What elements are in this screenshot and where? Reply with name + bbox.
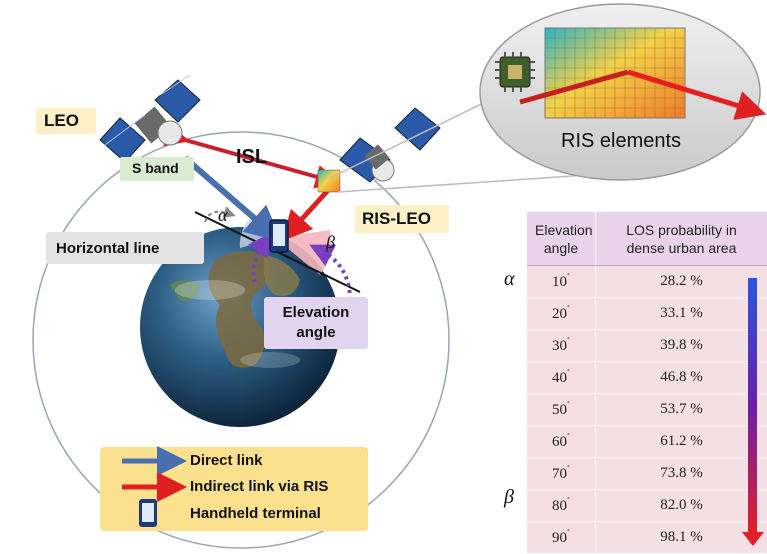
legend-handheld-label: Handheld terminal — [190, 505, 321, 522]
elevation-angle-cell: 40˚ — [527, 361, 596, 394]
handheld-terminal-icon — [269, 219, 289, 253]
indirect-link-arrow — [281, 186, 332, 242]
leo-label: LEO — [44, 111, 79, 130]
los-probability-cell: 98.1 % — [595, 521, 767, 554]
reflected-beam-arrow — [627, 69, 767, 120]
alpha-symbol: α — [218, 205, 228, 225]
table-row: 50˚53.7 % — [527, 393, 767, 426]
beta-symbol: β — [326, 232, 335, 252]
elevation-angle-cell: 10˚ — [527, 265, 596, 298]
los-probability-cell: 46.8 % — [595, 361, 767, 394]
ris-leo-satellite-icon — [317, 107, 441, 193]
chip-icon — [495, 52, 535, 92]
elevation-angle-cell: 70˚ — [527, 457, 596, 490]
elevation-angle-cell: 50˚ — [527, 393, 596, 426]
elevation-angle-cell: 90˚ — [527, 521, 596, 554]
elevation-angle-label: Elevation angle — [282, 304, 350, 341]
table-row: 60˚61.2 % — [527, 425, 767, 458]
s-band-label: S band — [132, 160, 179, 176]
incident-beam-arrow — [519, 69, 629, 105]
los-probability-cell: 82.0 % — [595, 489, 767, 522]
header-elevation-angle: Elevation angle — [527, 212, 596, 266]
table-row: 90˚98.1 % — [527, 521, 767, 554]
ris-elements-label: RIS elements — [561, 130, 682, 152]
los-probability-cell: 28.2 % — [595, 265, 767, 298]
s-band-label-bg — [120, 157, 194, 181]
leo-label-bg — [36, 108, 96, 134]
alpha-dashed-arrow — [204, 206, 236, 223]
table-row: 70˚73.8 % — [527, 457, 767, 490]
table-row: 80˚82.0 % — [527, 489, 767, 522]
table-header-row: Elevation angle LOS probability in dense… — [527, 212, 767, 266]
isl-link-arrow — [163, 123, 340, 189]
elevation-angle-cell: 80˚ — [527, 489, 596, 522]
table-alpha-marker: α — [504, 268, 515, 290]
scale-arrowhead-icon — [742, 532, 764, 546]
los-gradient-scale — [748, 278, 757, 533]
table-row: 40˚46.8 % — [527, 361, 767, 394]
table-beta-marker: β — [504, 486, 514, 508]
bubble-connector-top — [329, 89, 511, 179]
los-probability-cell: 73.8 % — [595, 457, 767, 490]
elevation-angle-label-bg — [264, 297, 368, 349]
elevation-angle-cell: 60˚ — [527, 425, 596, 458]
los-probability-cell: 53.7 % — [595, 393, 767, 426]
horizontal-line-label: Horizontal line — [56, 240, 160, 257]
earth-globe — [140, 227, 340, 427]
header-los-probability: LOS probability in dense urban area — [595, 212, 767, 266]
legend-direct-label: Direct link — [190, 452, 263, 469]
leo-satellite-icon — [99, 74, 201, 163]
los-probability-cell: 61.2 % — [595, 425, 767, 458]
los-probability-cell: 33.1 % — [595, 297, 767, 330]
table-row: 30˚39.8 % — [527, 329, 767, 362]
elevation-angle-cell: 20˚ — [527, 297, 596, 330]
elevation-angle-cell: 30˚ — [527, 329, 596, 362]
legend-indirect-label: Indirect link via RIS — [190, 478, 329, 495]
legend-phone-icon — [139, 499, 157, 527]
table-row: 10˚28.2 % — [527, 265, 767, 298]
table-row: 20˚33.1 % — [527, 297, 767, 330]
los-probability-table: Elevation angle LOS probability in dense… — [527, 212, 767, 554]
los-probability-cell: 39.8 % — [595, 329, 767, 362]
isl-label: ISL — [236, 146, 268, 168]
horizontal-line-label-bg — [46, 232, 204, 264]
ris-leo-label-bg — [355, 205, 449, 233]
ris-leo-label: RIS-LEO — [362, 209, 431, 228]
